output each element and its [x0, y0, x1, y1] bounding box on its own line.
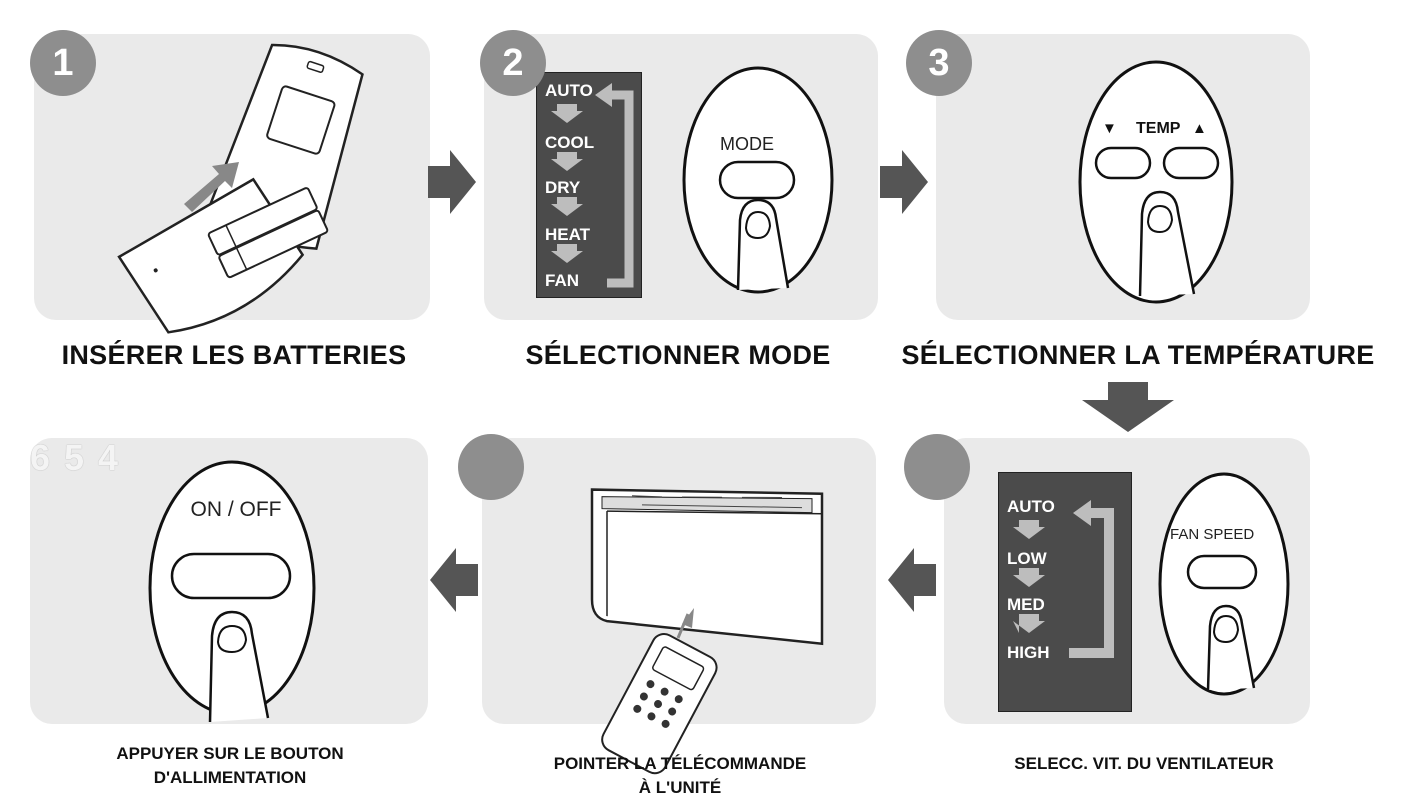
step-2-label: SÉLECTIONNER MODE: [525, 340, 831, 370]
arrow-right-icon: [428, 150, 476, 214]
mode-list-box: AUTO COOL DRY HEAT FAN: [536, 72, 642, 298]
battery-remote-illustration: [117, 43, 364, 334]
temp-button-illustration: [1078, 60, 1234, 304]
arrow-left-icon: [430, 548, 478, 612]
step-5-label: POINTER LA TÉLÉCOMMANDE À L'UNITÉ: [490, 752, 870, 800]
step-1-label: INSÉRER LES BATTERIES: [61, 340, 407, 370]
step-1-panel: 1: [30, 30, 430, 334]
step-3-badge: 3: [906, 30, 972, 96]
arrow-left-icon: [888, 548, 936, 612]
fan-speed-item: LOW: [1007, 549, 1047, 568]
mode-button-illustration: [682, 66, 834, 294]
step-4-panel: AUTO LOW MED HIGH FAN SPEED: [904, 434, 1310, 724]
step-4-badge: [904, 434, 970, 500]
mode-item: COOL: [545, 133, 595, 152]
power-button-label: ON / OFF: [190, 498, 282, 521]
mode-item: AUTO: [545, 81, 593, 100]
step-5-label-line2: À L'UNITÉ: [638, 778, 722, 797]
fan-speed-button-label: FAN SPEED: [1170, 526, 1255, 543]
step-2-panel: AUTO COOL DRY HEAT FAN MODE 2: [480, 30, 878, 320]
step-overlay-digits: 6 5 4: [30, 437, 121, 478]
step-3-label: SÉLECTIONNER LA TEMPÉRATURE: [901, 340, 1375, 370]
temp-down-glyph: ▼: [1102, 120, 1117, 137]
unit-and-remote-illustration: [590, 488, 824, 775]
step-4-label: SELECC. VIT. DU VENTILATEUR: [1014, 754, 1274, 773]
arrow-right-icon: [880, 150, 928, 214]
step-5-badge: [458, 434, 524, 500]
power-button-illustration: [148, 460, 316, 723]
step-6-label-line1: APPUYER SUR LE BOUTON: [116, 744, 344, 763]
step-3-panel: ▼ TEMP ▲ 3: [906, 30, 1310, 320]
fan-speed-list-box: AUTO LOW MED HIGH: [998, 472, 1132, 712]
fan-speed-item: AUTO: [1007, 497, 1055, 516]
mode-item: FAN: [545, 271, 579, 290]
step-6-label: APPUYER SUR LE BOUTON D'ALLIMENTATION: [40, 742, 420, 790]
mode-item: DRY: [545, 178, 581, 197]
fan-speed-item: MED: [1007, 595, 1045, 614]
step-6-label-line2: D'ALLIMENTATION: [153, 768, 307, 787]
temp-button-label: TEMP: [1136, 120, 1181, 137]
temp-up-glyph: ▲: [1192, 120, 1207, 137]
mode-button-label: MODE: [720, 134, 774, 154]
fan-speed-button-illustration: [1158, 472, 1290, 696]
mode-cycle-arrows-icon: [551, 83, 634, 288]
fan-speed-item: HIGH: [1007, 643, 1050, 662]
step-5-panel: [458, 434, 876, 775]
step-5-label-line1: POINTER LA TÉLÉCOMMANDE: [553, 754, 807, 773]
step-1-badge: 1: [30, 30, 96, 96]
arrow-down-icon: [1082, 382, 1174, 432]
fan-speed-cycle-arrows-icon: [1013, 500, 1114, 658]
mode-item: HEAT: [545, 225, 591, 244]
step-6-panel: ON / OFF: [30, 438, 428, 724]
step-2-badge: 2: [480, 30, 546, 96]
